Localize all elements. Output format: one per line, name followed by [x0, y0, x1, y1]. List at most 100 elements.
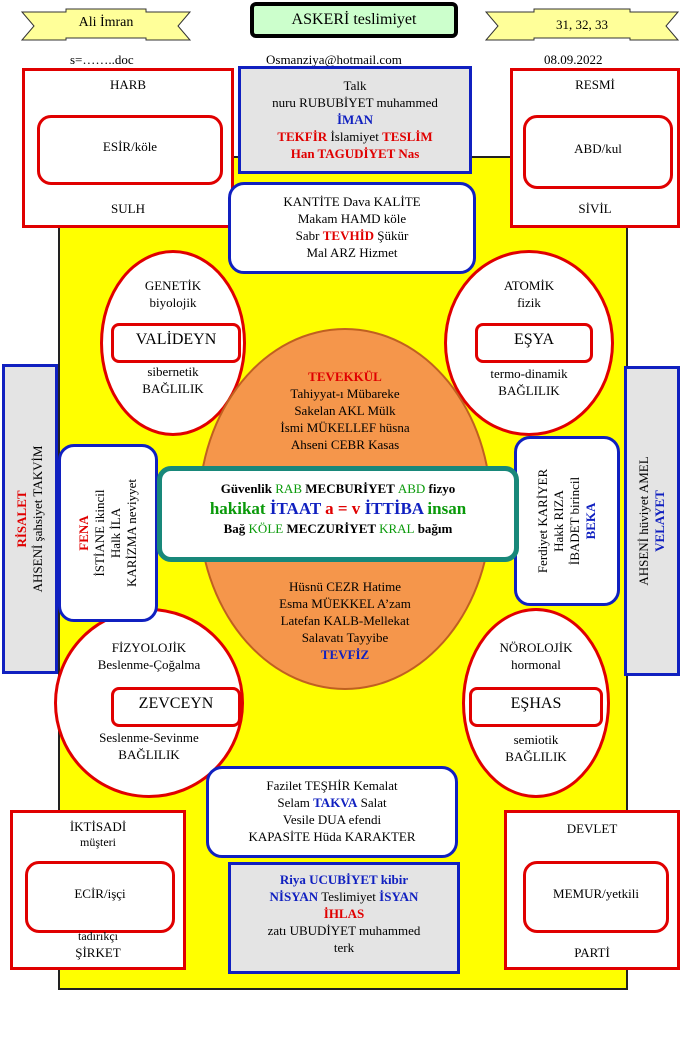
sukur-text: Şükür	[374, 228, 409, 243]
norolojik-baglilik-label: BAĞLILIK	[505, 749, 567, 764]
corner-devlet-top: DEVLET	[566, 821, 618, 836]
ellipse-fizyolojik: FİZYOLOJİK Beslenme-Çoğalma ZEVCEYN Sesl…	[54, 608, 244, 798]
ellipse-atomik: ATOMİK fizik EŞYA termo-dinamik BAĞLILIK	[444, 250, 614, 436]
risalet-text: RİSALET AHSENİ şahsiyet TAKVİM	[14, 446, 46, 593]
ribbon-shape-left	[20, 8, 192, 41]
right-ribbon-label: 31, 32, 33	[556, 17, 608, 32]
lower-box-line-2: Selam TAKVA Salat	[209, 794, 455, 811]
corner-box-resmi: RESMİ ABD/kul SİVİL	[510, 68, 680, 228]
istiane-text: İSTİANE ikincil	[92, 489, 107, 577]
egg-top-line-2: Tahiyyat-ı Mübareke	[290, 386, 400, 401]
center-row-2: hakikat İTAAT a = v İTTİBA insan	[162, 497, 514, 521]
risalet-title: RİSALET	[14, 490, 29, 548]
ihlas-text: İHLAS	[323, 906, 365, 921]
egg-bottom-line-4: Salavatı Tayyibe	[301, 630, 389, 645]
takva-text: TAKVA	[313, 795, 358, 810]
date: 08.09.2022	[544, 52, 603, 67]
risalet-subtitle: AHSENİ şahsiyet TAKVİM	[30, 445, 45, 593]
mecburiyet-text: MECBURİYET	[302, 481, 398, 496]
seslenme-label: Seslenme-Sevinme	[99, 730, 199, 745]
biyolojik-label: biyolojik	[149, 295, 197, 310]
fena-title: FENA	[76, 515, 91, 551]
kral-text: KRAL	[379, 521, 415, 536]
isyan-text: İSYAN	[379, 889, 419, 904]
genetik-baglilik-label: BAĞLILIK	[142, 381, 204, 396]
riya-text: Riya	[279, 872, 310, 887]
top-box-line-2: nuru RUBUBİYET muhammed	[272, 95, 438, 110]
corner-devlet-inner: MEMUR/yetkili	[523, 861, 669, 933]
teslimiyet-text: Teslimiyet	[318, 889, 380, 904]
velayet-sidebar: AHSENİ hüviyet AMEL VELAYET	[624, 366, 680, 676]
corner-resmi-top: RESMİ	[575, 77, 615, 92]
sibernetik-label: sibernetik	[147, 364, 199, 379]
fena-box: FENA İSTİANE ikincil Halk İLA KARİZMA ne…	[58, 444, 158, 622]
bottom-box-isyan: Riya UCUBİYET kibir NİSYAN Teslimiyet İS…	[228, 862, 460, 974]
egg-bottom-line-2: Esma MÜEKKEL A’zam	[279, 596, 411, 611]
file-name: s=……..doc	[70, 52, 134, 67]
top-box-line-1: Talk	[343, 78, 367, 93]
velayet-subtitle: AHSENİ hüviyet AMEL	[636, 456, 651, 586]
hormonal-label: hormonal	[511, 657, 561, 672]
tevfiz-text: TEVFİZ	[320, 647, 370, 662]
beslenme-label: Beslenme-Çoğalma	[97, 657, 201, 672]
semiotik-label: semiotik	[513, 732, 559, 747]
bottom-box-line-2: NİSYAN Teslimiyet İSYAN	[231, 888, 457, 905]
beka-text: Ferdiyet KARİYER Hakk RIZA İBADET birinc…	[535, 469, 599, 573]
tevekkul-text: TEVEKKÜL	[308, 369, 382, 384]
bagim-text: bağım	[414, 521, 453, 536]
karizma-text: KARİZMA neviyyet	[124, 479, 139, 587]
beka-title: BEKA	[583, 502, 598, 540]
itaat-text: İTAAT	[269, 499, 321, 518]
salat-text: Salat	[357, 795, 387, 810]
equation-text: a = v	[320, 499, 365, 518]
halk-ila-text: Halk İLA	[108, 507, 123, 559]
center-row-3: Bağ KÖLE MECZURİYET KRAL bağım	[162, 521, 514, 537]
corner-devlet-bottom: PARTİ	[574, 945, 610, 960]
velayet-title: VELAYET	[652, 490, 667, 552]
second-box-line-4: Mal ARZ Hizmet	[306, 245, 398, 260]
second-box-tevhid: KANTİTE Dava KALİTE Makam HAMD köle Sabr…	[228, 182, 476, 274]
corner-iktisadi-top: İKTİSADİ	[69, 819, 127, 834]
second-box-line-3: Sabr TEVHİD Şükür	[231, 227, 473, 244]
corner-box-harb: HARB ESİR/köle SULH	[22, 68, 234, 228]
beka-box: Ferdiyet KARİYER Hakk RIZA İBADET birinc…	[514, 436, 620, 606]
ittiba-text: İTTİBA	[364, 499, 424, 518]
ellipse-genetik: GENETİK biyolojik VALİDEYN sibernetik BA…	[100, 250, 246, 436]
page-title: ASKERİ teslimiyet	[250, 2, 458, 38]
lower-box-line-1: Fazilet TEŞHİR Kemalat	[266, 778, 398, 793]
lower-box-takva: Fazilet TEŞHİR Kemalat Selam TAKVA Salat…	[206, 766, 458, 858]
sabr-text: Sabr	[295, 228, 323, 243]
ferdiyet-text: Ferdiyet KARİYER	[535, 468, 550, 574]
lower-box-line-4: KAPASİTE Hüda KARAKTER	[248, 829, 416, 844]
egg-bottom-line-1: Hüsnü CEZR Hatime	[289, 579, 401, 594]
nisyan-text: NİSYAN	[269, 889, 319, 904]
center-band: Güvenlik RAB MECBURİYET ABD fizyo hakika…	[157, 466, 519, 562]
right-ribbon: 31, 32, 33	[484, 8, 680, 42]
selam-text: Selam	[277, 795, 314, 810]
egg-top-line-3: Sakelan AKL Mülk	[294, 403, 396, 418]
egg-top-line-5: Ahseni CEBR Kasas	[290, 437, 400, 452]
validehyn-pill: VALİDEYN	[111, 323, 241, 363]
corner-harb-inner: ESİR/köle	[37, 115, 223, 185]
top-box-iman: Talk nuru RUBUBİYET muhammed İMAN TEKFİR…	[238, 66, 472, 174]
corner-resmi-bottom: SİVİL	[578, 201, 612, 216]
hakikat-text: hakikat	[209, 499, 270, 518]
kole-text: KÖLE	[248, 521, 284, 536]
guvenlik-text: Güvenlik	[220, 481, 276, 496]
fena-text: FENA İSTİANE ikincil Halk İLA KARİZMA ne…	[76, 479, 140, 587]
tekfir-text: TEKFİR	[277, 129, 328, 144]
corner-iktisadi-inner: ECİR/işçi	[25, 861, 175, 933]
bottom-box-line-1: Riya UCUBİYET kibir	[231, 871, 457, 888]
corner-harb-bottom: SULH	[111, 201, 145, 216]
corner-box-iktisadi: İKTİSADİ müşteri ECİR/işçi tadırıkçı ŞİR…	[10, 810, 186, 970]
top-box-line-3: İMAN	[336, 112, 374, 127]
atomik-label: ATOMİK	[503, 278, 555, 293]
ribbon-shape-right	[484, 8, 680, 41]
islamiyet-text: İslamiyet	[327, 129, 383, 144]
email: Osmanziya@hotmail.com	[266, 52, 402, 67]
teslim-text: TESLİM	[382, 129, 433, 144]
rab-text: RAB	[275, 481, 302, 496]
insan-text: insan	[423, 499, 467, 518]
abd-text: ABD	[397, 481, 426, 496]
hakk-riza-text: Hakk RIZA	[551, 490, 566, 552]
